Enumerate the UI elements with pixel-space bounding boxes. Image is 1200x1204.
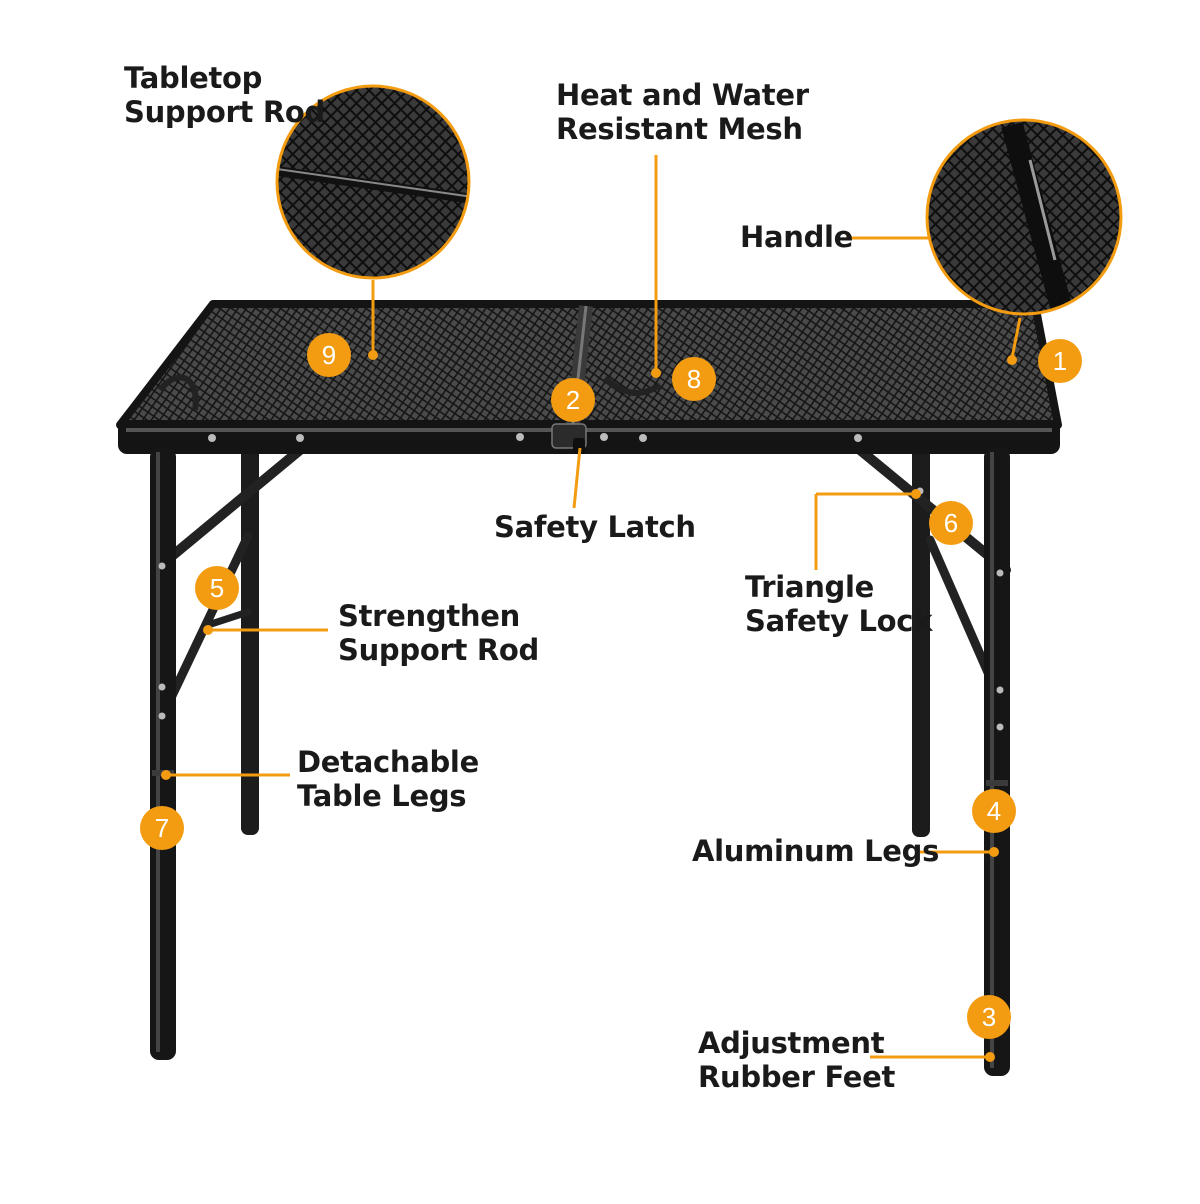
badge-6: 6	[929, 501, 973, 545]
label-line: Support Rod	[124, 95, 325, 129]
badge-7: 7	[140, 806, 184, 850]
zoom-support-rod	[275, 84, 471, 280]
label-line: Handle	[740, 220, 854, 254]
badge-4: 4	[972, 789, 1016, 833]
label-line: Aluminum Legs	[692, 834, 940, 868]
badge-5: 5	[195, 566, 239, 610]
label-line: Table Legs	[297, 779, 467, 813]
callout-dots	[161, 350, 1017, 1062]
label-line: Triangle	[745, 570, 875, 604]
label-line: Support Rod	[338, 633, 539, 667]
badge-3: 3	[967, 995, 1011, 1039]
label-line: Tabletop	[124, 61, 263, 95]
tabletop	[116, 300, 1062, 454]
callout-lines	[166, 155, 1022, 1059]
badge-8: 8	[672, 357, 716, 401]
label-line: Rubber Feet	[698, 1060, 896, 1094]
badge-2: 2	[551, 378, 595, 422]
label-line: Safety Latch	[494, 510, 696, 544]
label-line: Resistant Mesh	[556, 112, 803, 146]
front-legs	[150, 448, 1010, 1076]
zoom-handle	[925, 118, 1123, 316]
label-aluminum-legs: Aluminum Legs	[692, 834, 939, 868]
label-safety-latch: Safety Latch	[494, 510, 696, 544]
label-line: Adjustment	[698, 1026, 885, 1060]
badge-1: 1	[1038, 339, 1082, 383]
label-line: Strengthen	[338, 599, 520, 633]
badge-9: 9	[307, 333, 351, 377]
label-line: Safety Lock	[745, 604, 933, 638]
label-line: Heat and Water	[556, 78, 809, 112]
label-line: Detachable	[297, 745, 479, 779]
label-handle: Handle	[740, 220, 853, 254]
